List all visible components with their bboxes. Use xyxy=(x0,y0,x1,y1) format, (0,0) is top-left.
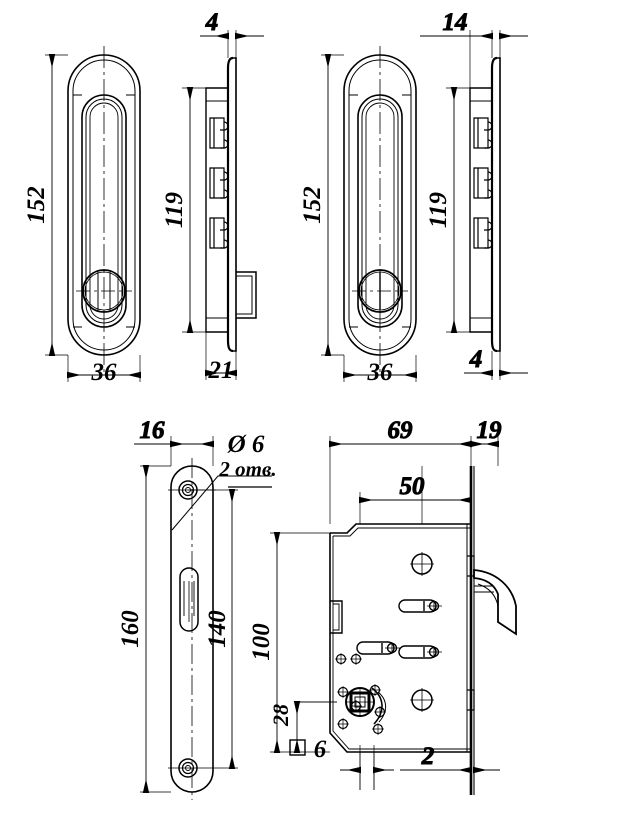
note-diameter-6: Ø 6 xyxy=(227,431,265,458)
dim-2: 2 xyxy=(421,743,435,770)
note-2-holes: 2 отв. xyxy=(218,457,276,481)
view-handle-side-right: 14 4 xyxy=(420,9,528,380)
dim-28: 28 xyxy=(268,704,293,727)
dim-16: 16 xyxy=(140,417,166,444)
dim-4-bottom-right: 4 xyxy=(469,346,483,373)
view-handle-front-right xyxy=(321,46,417,382)
dim-36-right: 36 xyxy=(367,359,394,386)
dim-100: 100 xyxy=(248,623,275,661)
view-lock-body-side: 69 19 50 2 xyxy=(270,417,517,795)
dim-152-left: 152 xyxy=(23,186,50,224)
dim-152-right: 152 xyxy=(299,186,326,224)
dim-160: 160 xyxy=(117,610,144,648)
dim-4-top-left: 4 xyxy=(205,9,219,36)
dim-21-bottom: 21 xyxy=(208,357,234,384)
view-handle-side-left: 4 xyxy=(182,9,264,380)
dim-19: 19 xyxy=(477,417,503,444)
dim-119-left: 119 xyxy=(161,191,188,228)
dim-14-top-right: 14 xyxy=(443,9,468,36)
note-square-6: 6 xyxy=(314,736,327,763)
dim-119-right: 119 xyxy=(425,191,452,228)
dim-36-left: 36 xyxy=(91,359,118,386)
dim-140: 140 xyxy=(204,610,231,648)
view-faceplate-front: 16 xyxy=(134,417,272,800)
view-handle-front-left xyxy=(45,46,141,382)
dim-50: 50 xyxy=(400,473,426,500)
dim-69: 69 xyxy=(388,417,414,444)
